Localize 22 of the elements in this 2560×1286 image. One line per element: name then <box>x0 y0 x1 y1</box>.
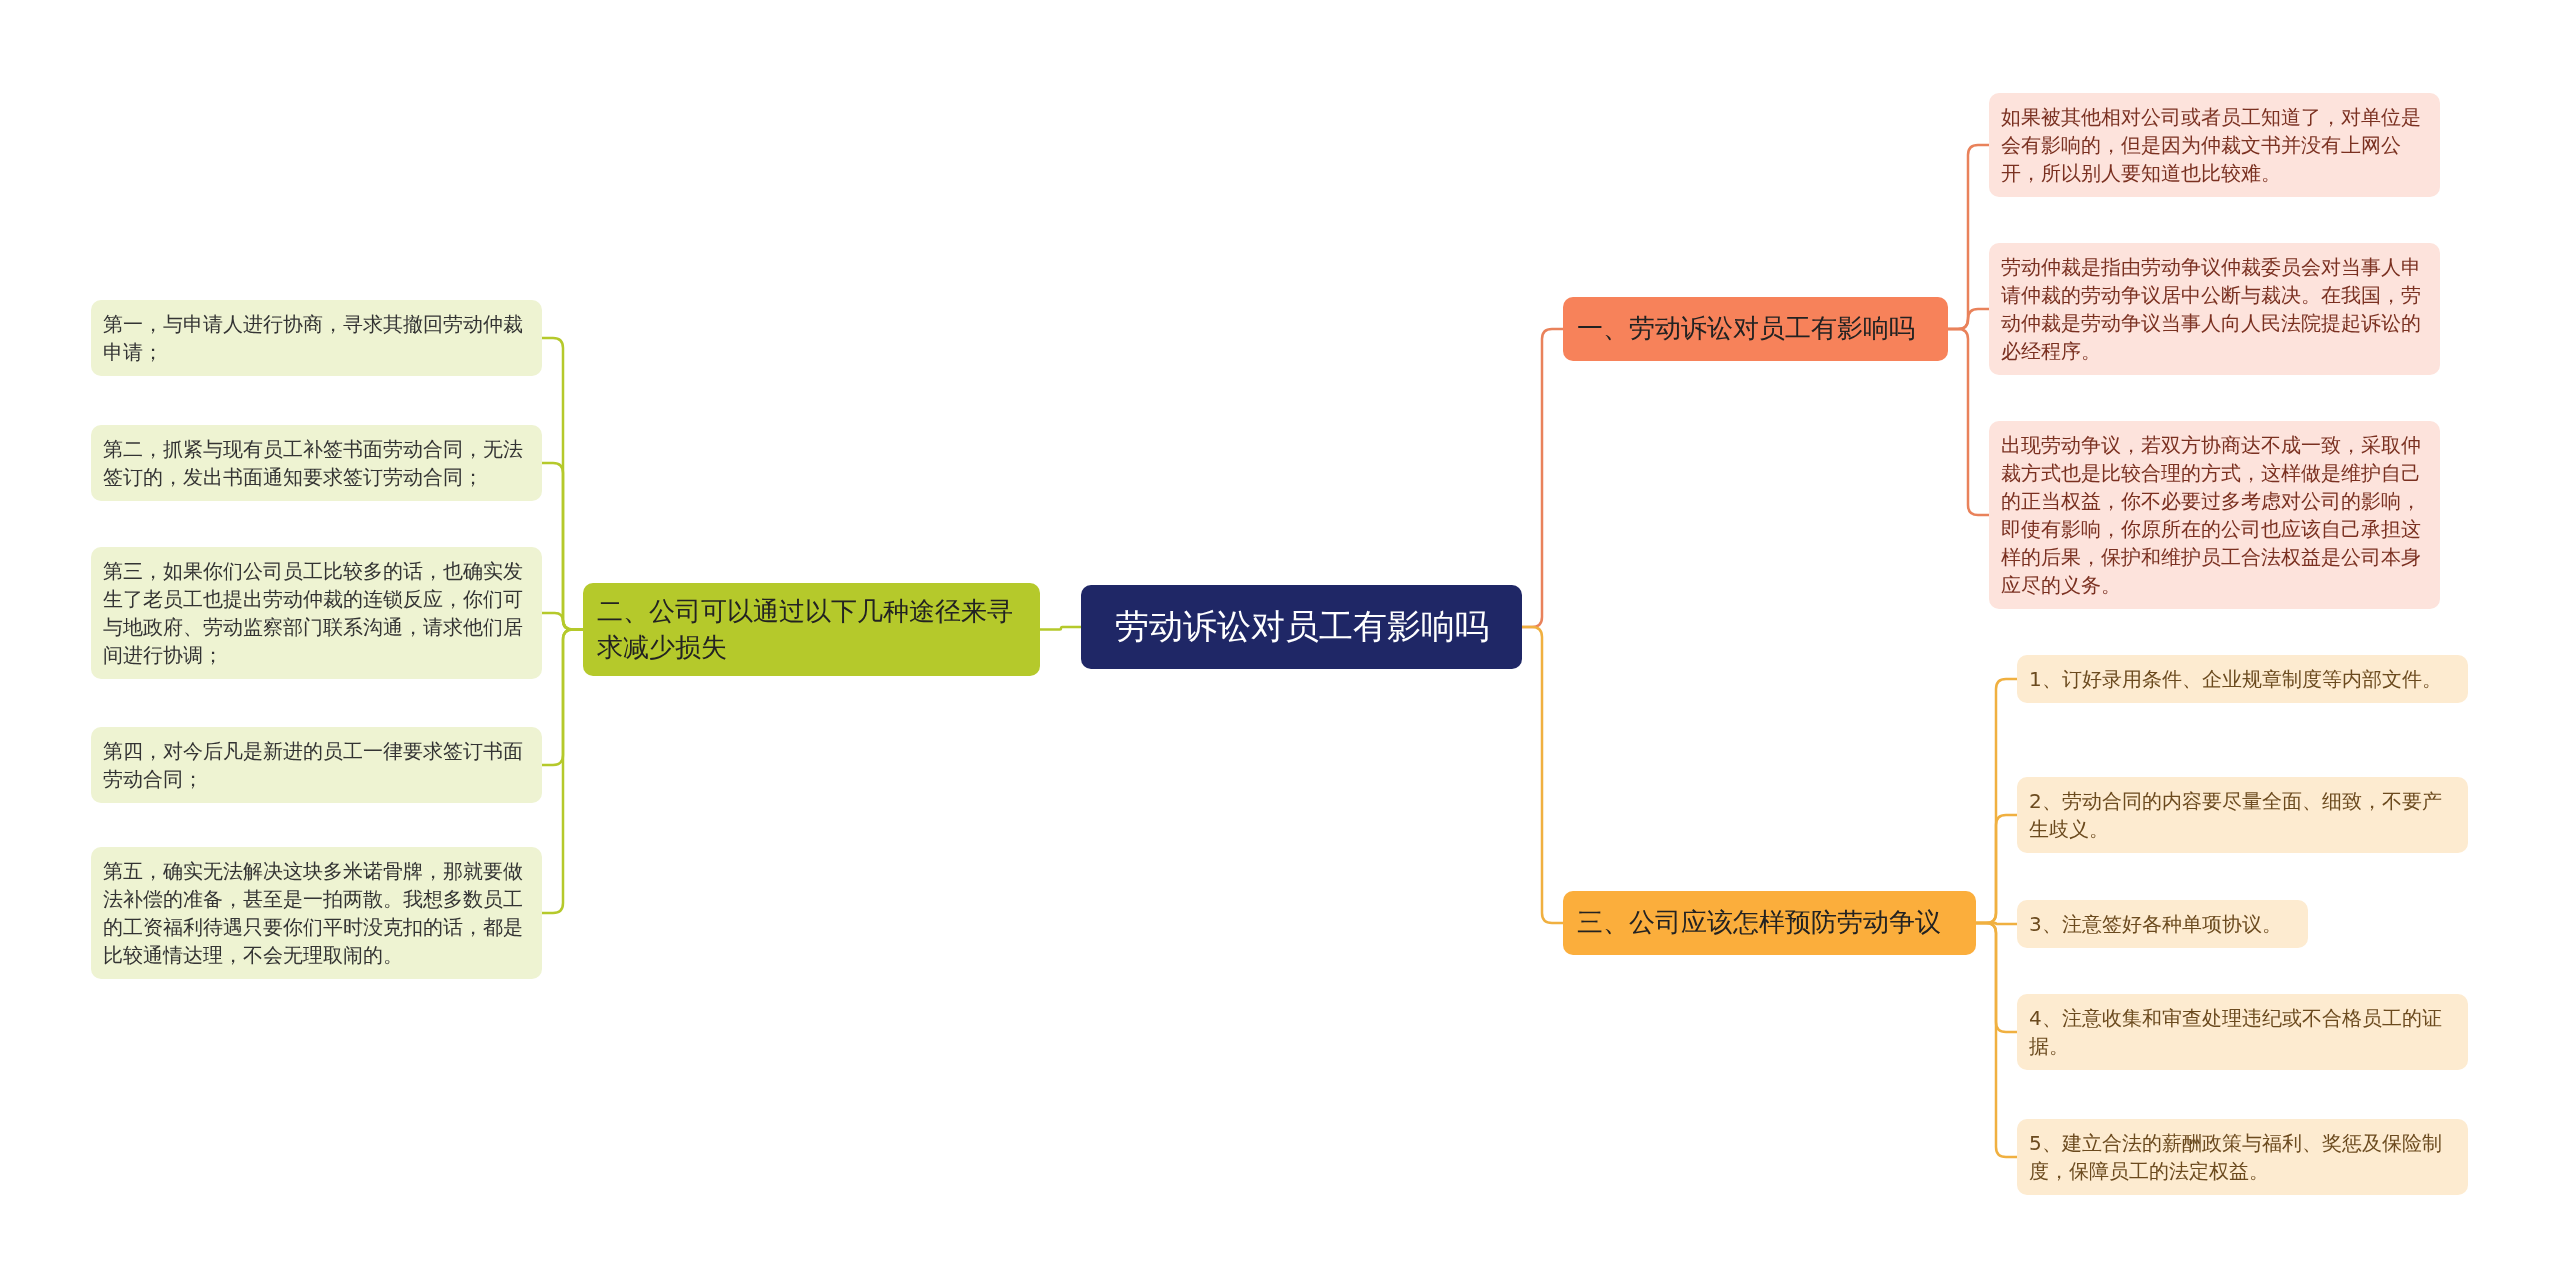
note-box: 5、建立合法的薪酬政策与福利、奖惩及保险制度，保障员工的法定权益。 <box>2017 1119 2468 1195</box>
note-box: 第五，确实无法解决这块多米诺骨牌，那就要做法补偿的准备，甚至是一拍两散。我想多数员工的工资福利待遇只要你们平时没克扣的话，都是比较通情达理，不会无理取闹的。 <box>91 847 542 979</box>
note-box: 出现劳动争议，若双方协商达不成一致，采取仲裁方式也是比较合理的方式，这样做是维护自己的正当权益，你不必要过多考虑对公司的影响，即使有影响，你原所在的公司也应该自己承担这样的后果，保护和维护员工合法权益是公司本身应尽的义务。 <box>1989 421 2440 609</box>
central-topic-box: 劳动诉讼对员工有影响吗 <box>1081 585 1522 669</box>
note-box: 第一，与申请人进行协商，寻求其撤回劳动仲裁申请； <box>91 300 542 376</box>
note-box: 4、注意收集和审查处理违纪或不合格员工的证据。 <box>2017 994 2468 1070</box>
connector <box>1522 625 1563 925</box>
connector <box>1948 327 1989 517</box>
topic-box: 三、公司应该怎样预防劳动争议 <box>1563 891 1976 955</box>
note-box: 劳动仲裁是指由劳动争议仲裁委员会对当事人申请仲裁的劳动争议居中公断与裁决。在我国，劳动仲裁是劳动争议当事人向人民法院提起诉讼的必经程序。 <box>1989 243 2440 375</box>
connector <box>1040 625 1081 631</box>
note-box: 第三，如果你们公司员工比较多的话，也确实发生了老员工也提出劳动仲裁的连锁反应，你们可与地政府、劳动监察部门联系沟通，请求他们居间进行协调； <box>91 547 542 679</box>
topic-box: 一、劳动诉讼对员工有影响吗 <box>1563 297 1948 361</box>
connector <box>542 628 583 915</box>
note-box: 3、注意签好各种单项协议。 <box>2017 900 2308 948</box>
note-box: 第四，对今后凡是新进的员工一律要求签订书面劳动合同； <box>91 727 542 803</box>
note-box: 2、劳动合同的内容要尽量全面、细致，不要产生歧义。 <box>2017 777 2468 853</box>
note-box: 如果被其他相对公司或者员工知道了，对单位是会有影响的，但是因为仲裁文书并没有上网公开，所以别人要知道也比较难。 <box>1989 93 2440 197</box>
note-box: 第二，抓紧与现有员工补签书面劳动合同，无法签订的，发出书面通知要求签订劳动合同； <box>91 425 542 501</box>
connector <box>1976 921 2017 1159</box>
note-box: 1、订好录用条件、企业规章制度等内部文件。 <box>2017 655 2468 703</box>
topic-box: 二、公司可以通过以下几种途径来寻求减少损失 <box>583 583 1040 676</box>
